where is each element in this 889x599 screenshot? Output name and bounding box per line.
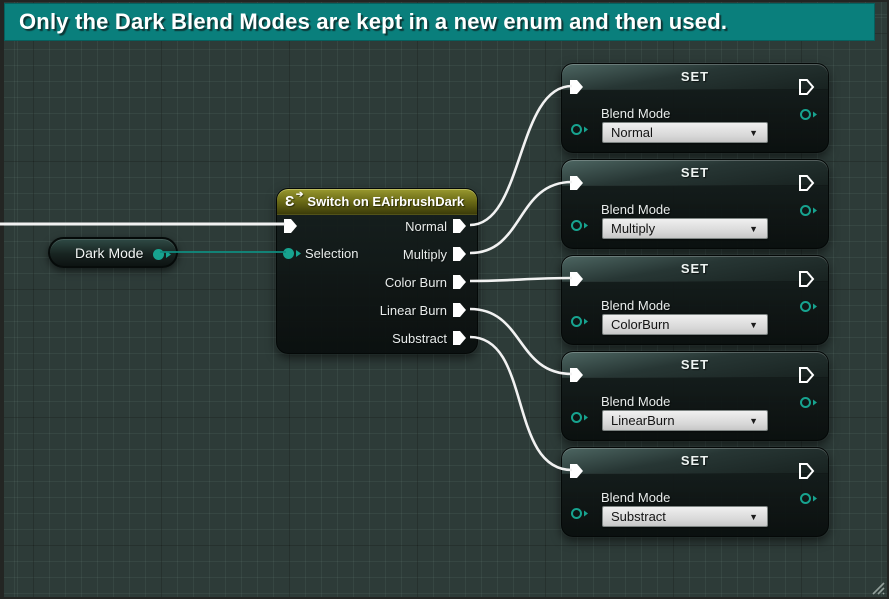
enum-switch-icon: Ɛ➔ — [285, 189, 304, 210]
enum-output-pin[interactable] — [799, 492, 819, 505]
set-node-substract[interactable]: SET Blend Mode Substract ▼ — [561, 447, 829, 537]
output-pin-label-multiply: Multiply — [402, 247, 447, 262]
set-node-normal[interactable]: SET Blend Mode Normal ▼ — [561, 63, 829, 153]
exec-output-pin-color-burn[interactable] — [452, 274, 468, 290]
dropdown-value: ColorBurn — [611, 317, 670, 332]
exec-output-pin-linear-burn[interactable] — [452, 302, 468, 318]
exec-output-pin-substract[interactable] — [452, 330, 468, 346]
enum-input-pin[interactable] — [570, 507, 590, 520]
set-node-linearburn[interactable]: SET Blend Mode LinearBurn ▼ — [561, 351, 829, 441]
exec-output-pin[interactable] — [799, 79, 815, 95]
enum-output-pin[interactable] — [799, 204, 819, 217]
exec-output-pin[interactable] — [799, 271, 815, 287]
switch-node-title: Switch on EAirbrushDark — [307, 194, 465, 209]
switch-node[interactable]: Ɛ➔ Switch on EAirbrushDark Selection Nor… — [276, 188, 478, 354]
set-node-title: SET — [680, 261, 710, 276]
enum-input-pin[interactable] — [570, 123, 590, 136]
enum-input-pin[interactable] — [570, 315, 590, 328]
blend-mode-dropdown[interactable]: Multiply ▼ — [602, 218, 768, 239]
blend-mode-label: Blend Mode — [601, 202, 671, 217]
enum-input-pin[interactable] — [570, 219, 590, 232]
set-node-header[interactable]: SET — [562, 256, 828, 282]
exec-output-pin[interactable] — [799, 463, 815, 479]
exec-input-pin[interactable] — [283, 218, 299, 234]
output-pin-label-normal: Normal — [405, 219, 447, 234]
dropdown-value: LinearBurn — [611, 413, 675, 428]
set-node-header[interactable]: SET — [562, 352, 828, 378]
set-node-title: SET — [680, 357, 710, 372]
blend-mode-label: Blend Mode — [601, 106, 671, 121]
exec-input-pin[interactable] — [569, 367, 585, 383]
dropdown-value: Normal — [611, 125, 653, 140]
selection-input-pin[interactable] — [282, 247, 302, 260]
dropdown-arrow-icon: ▼ — [749, 223, 758, 234]
comment-text: Only the Dark Blend Modes are kept in a … — [19, 9, 728, 34]
switch-node-header[interactable]: Ɛ➔ Switch on EAirbrushDark — [277, 189, 477, 215]
dropdown-value: Multiply — [611, 221, 656, 236]
set-node-colorburn[interactable]: SET Blend Mode ColorBurn ▼ — [561, 255, 829, 345]
output-pin-label-substract: Substract — [392, 331, 447, 346]
exec-input-pin[interactable] — [569, 79, 585, 95]
exec-output-pin[interactable] — [799, 175, 815, 191]
dropdown-arrow-icon: ▼ — [749, 319, 758, 330]
set-node-multiply[interactable]: SET Blend Mode Multiply ▼ — [561, 159, 829, 249]
variable-label: Dark Mode — [75, 244, 144, 261]
selection-pin-label: Selection — [305, 246, 359, 261]
dropdown-arrow-icon: ▼ — [749, 511, 758, 522]
dropdown-arrow-icon: ▼ — [749, 415, 758, 426]
exec-input-pin[interactable] — [569, 463, 585, 479]
comment-node-title[interactable]: Only the Dark Blend Modes are kept in a … — [4, 3, 875, 41]
output-pin-label-linear-burn: Linear Burn — [379, 303, 447, 318]
exec-output-pin[interactable] — [799, 367, 815, 383]
exec-input-pin[interactable] — [569, 271, 585, 287]
blend-mode-dropdown[interactable]: Substract ▼ — [602, 506, 768, 527]
enum-output-pin[interactable] — [799, 108, 819, 121]
variable-node-dark-mode[interactable]: Dark Mode — [48, 237, 178, 268]
blend-mode-label: Blend Mode — [601, 394, 671, 409]
dropdown-value: Substract — [611, 509, 666, 524]
exec-output-pin-normal[interactable] — [452, 218, 468, 234]
enum-output-pin[interactable] — [799, 300, 819, 313]
blend-mode-dropdown[interactable]: LinearBurn ▼ — [602, 410, 768, 431]
resize-grip-icon[interactable] — [869, 579, 885, 595]
enum-output-pin[interactable] — [152, 248, 172, 261]
dropdown-arrow-icon: ▼ — [749, 127, 758, 138]
exec-input-pin[interactable] — [569, 175, 585, 191]
set-node-title: SET — [680, 453, 710, 468]
set-node-header[interactable]: SET — [562, 64, 828, 90]
blend-mode-dropdown[interactable]: Normal ▼ — [602, 122, 768, 143]
blend-mode-label: Blend Mode — [601, 490, 671, 505]
exec-output-pin-multiply[interactable] — [452, 246, 468, 262]
set-node-header[interactable]: SET — [562, 448, 828, 474]
set-node-title: SET — [680, 69, 710, 84]
blend-mode-label: Blend Mode — [601, 298, 671, 313]
set-node-title: SET — [680, 165, 710, 180]
blend-mode-dropdown[interactable]: ColorBurn ▼ — [602, 314, 768, 335]
enum-input-pin[interactable] — [570, 411, 590, 424]
enum-output-pin[interactable] — [799, 396, 819, 409]
set-node-header[interactable]: SET — [562, 160, 828, 186]
output-pin-label-color-burn: Color Burn — [384, 275, 447, 290]
